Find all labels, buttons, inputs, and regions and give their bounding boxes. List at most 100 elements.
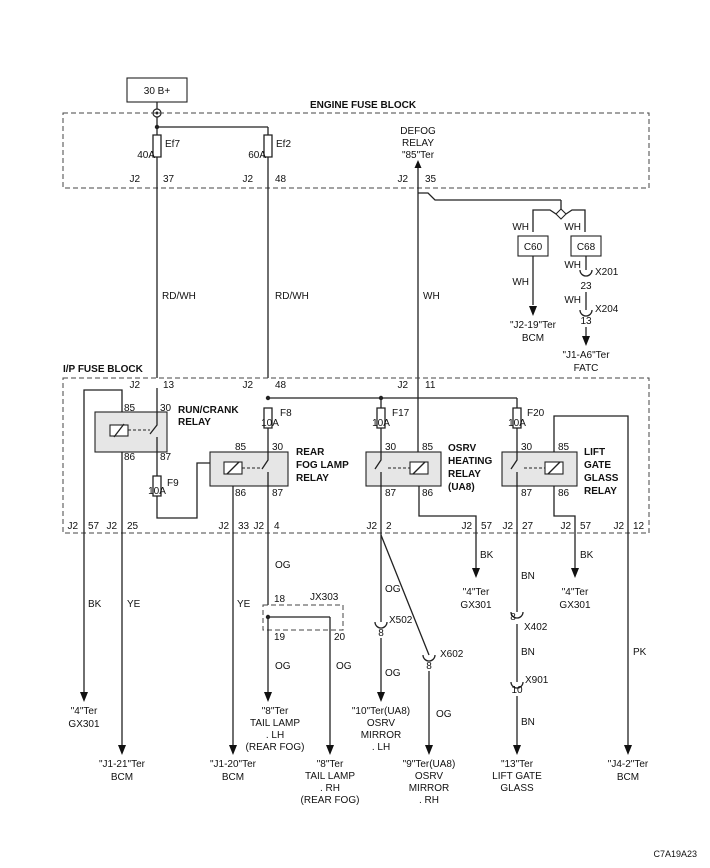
svg-text:J2: J2	[397, 174, 408, 185]
tail-lamp-rh-label: "8"Ter	[317, 759, 344, 770]
svg-text:X402: X402	[524, 622, 548, 633]
fatc-label: "J1-A6"Ter	[562, 350, 610, 361]
svg-text:60A: 60A	[248, 150, 266, 161]
bcm-j4-2-label: "J4-2"Ter	[608, 759, 649, 770]
svg-text:PK: PK	[633, 647, 647, 658]
svg-text:F20: F20	[527, 408, 545, 419]
svg-text:(REAR FOG): (REAR FOG)	[246, 742, 305, 753]
bcm-j1-20-label: "J1-20"Ter	[210, 759, 257, 770]
svg-text:OSRV: OSRV	[415, 771, 443, 782]
engine-fuse-block	[62, 112, 650, 189]
bcm-j1-21-label: "J1-21"Ter	[99, 759, 146, 770]
svg-text:12: 12	[633, 521, 645, 532]
svg-text:WH: WH	[564, 222, 581, 233]
svg-text:19: 19	[274, 632, 286, 643]
svg-text:48: 48	[275, 174, 287, 185]
svg-text:48: 48	[275, 380, 287, 391]
run-crank-relay	[94, 411, 168, 453]
svg-text:87: 87	[160, 452, 172, 463]
svg-text:57: 57	[580, 521, 592, 532]
svg-text:J2: J2	[613, 521, 624, 532]
svg-text:87: 87	[521, 488, 533, 499]
svg-text:J2: J2	[218, 521, 229, 532]
svg-text:J2: J2	[253, 521, 264, 532]
svg-text:J2: J2	[129, 174, 140, 185]
svg-text:RELAY: RELAY	[296, 473, 329, 484]
svg-text:J2: J2	[129, 380, 140, 391]
svg-text:YE: YE	[237, 599, 251, 610]
svg-text:33: 33	[238, 521, 250, 532]
svg-text:HEATING: HEATING	[448, 456, 492, 467]
svg-text:25: 25	[127, 521, 139, 532]
svg-text:BCM: BCM	[522, 333, 544, 344]
svg-text:57: 57	[88, 521, 100, 532]
svg-text:MIRROR: MIRROR	[361, 730, 402, 741]
svg-text:87: 87	[272, 488, 284, 499]
svg-text:86: 86	[422, 488, 434, 499]
svg-text:J2: J2	[502, 521, 513, 532]
svg-text:X602: X602	[440, 649, 464, 660]
svg-text:OG: OG	[385, 668, 401, 679]
svg-text:40A: 40A	[137, 150, 155, 161]
svg-text:OSRV: OSRV	[367, 718, 395, 729]
svg-text:BN: BN	[521, 571, 535, 582]
svg-text:27: 27	[522, 521, 534, 532]
svg-text:MIRROR: MIRROR	[409, 783, 450, 794]
svg-text:J2: J2	[461, 521, 472, 532]
svg-text:RELAY: RELAY	[448, 469, 481, 480]
svg-text:C60: C60	[524, 242, 543, 253]
svg-text:GX301: GX301	[460, 600, 492, 611]
svg-text:Ef2: Ef2	[276, 139, 291, 150]
svg-text:LIFT GATE: LIFT GATE	[492, 771, 542, 782]
junction-jx303	[262, 604, 344, 631]
svg-text:30: 30	[385, 442, 397, 453]
svg-text:X901: X901	[525, 675, 549, 686]
svg-text:F8: F8	[280, 408, 292, 419]
svg-text:85: 85	[558, 442, 570, 453]
fuse-f17: F17	[376, 407, 410, 429]
lift-gate-glass-relay	[501, 451, 578, 487]
osrv-relay-label: OSRV	[448, 443, 476, 454]
svg-text:10: 10	[511, 685, 523, 696]
svg-text:GX301: GX301	[68, 719, 100, 730]
svg-text:J2: J2	[106, 521, 117, 532]
svg-text:. LH: . LH	[372, 742, 390, 753]
osrv-mirror-rh-label: "9"Ter(UA8)	[403, 759, 456, 770]
svg-text:4: 4	[274, 521, 280, 532]
svg-text:OG: OG	[275, 560, 291, 571]
svg-text:BCM: BCM	[222, 772, 244, 783]
fuse-ef2: 60A Ef2	[248, 134, 291, 168]
svg-text:"85"Ter: "85"Ter	[402, 150, 435, 161]
engine-fuse-block-label: ENGINE FUSE BLOCK	[310, 100, 417, 111]
svg-text:WH: WH	[512, 277, 529, 288]
svg-text:J2: J2	[397, 380, 408, 391]
svg-text:11: 11	[425, 380, 436, 391]
svg-text:J2: J2	[366, 521, 377, 532]
svg-text:OG: OG	[336, 661, 352, 672]
svg-text:85: 85	[124, 403, 136, 414]
svg-text:RELAY: RELAY	[584, 486, 617, 497]
figure-code: C7A19A23	[653, 849, 697, 859]
svg-text:30: 30	[272, 442, 284, 453]
svg-text:(UA8): (UA8)	[448, 482, 475, 493]
svg-text:RELAY: RELAY	[178, 417, 211, 428]
svg-text:BK: BK	[88, 599, 102, 610]
svg-text:OG: OG	[436, 709, 452, 720]
svg-text:OG: OG	[385, 584, 401, 595]
osrv-heating-relay	[365, 451, 442, 487]
svg-text:TAIL LAMP: TAIL LAMP	[305, 771, 355, 782]
svg-text:85: 85	[422, 442, 434, 453]
svg-text:FATC: FATC	[574, 363, 599, 374]
svg-text:WH: WH	[423, 291, 440, 302]
lift-gate-glass-label: "13"Ter	[501, 759, 534, 770]
svg-text:OG: OG	[275, 661, 291, 672]
defog-relay-label: DEFOG	[400, 126, 436, 137]
svg-text:37: 37	[163, 174, 175, 185]
svg-text:. LH: . LH	[266, 730, 284, 741]
svg-text:85: 85	[235, 442, 247, 453]
svg-text:JX303: JX303	[310, 592, 339, 603]
fuse-f8: F8 10A	[263, 407, 292, 429]
svg-text:FOG LAMP: FOG LAMP	[296, 460, 349, 471]
svg-text:BCM: BCM	[617, 772, 639, 783]
svg-text:GLASS: GLASS	[500, 783, 534, 794]
